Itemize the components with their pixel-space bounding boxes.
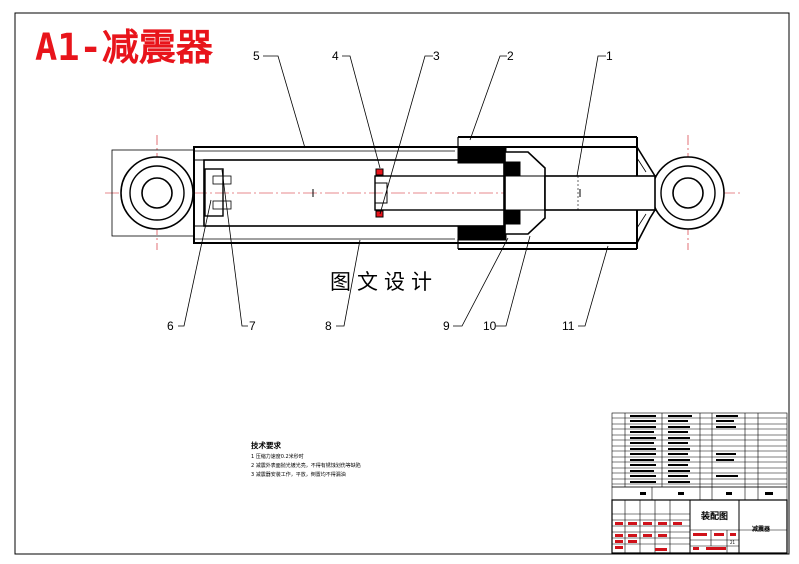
left-eye-inner	[141, 177, 173, 209]
right-eye-mid	[660, 165, 716, 221]
parts-list	[611, 412, 788, 488]
right-eye-inner	[672, 177, 704, 209]
callout-3: 3	[433, 49, 440, 63]
drawing-frame	[14, 12, 790, 555]
dust-cover-seal-bottom	[457, 225, 507, 241]
right-eye-outer	[651, 156, 725, 230]
title-block-scale-number: 21	[730, 540, 736, 545]
watermark: 图文设计	[330, 270, 438, 294]
callout-8: 8	[325, 319, 332, 333]
drawing-title: A1-减震器	[35, 26, 214, 69]
tech-req-line-3: 3 减震器安装工作，平放，倒置均不得漏油	[251, 471, 346, 478]
technical-requirements: 技术要求 1 压缩力速度0.2米秒时 2 减震外表面抛光镀光亮，不得有锈蚀划伤等…	[251, 440, 361, 478]
piston	[204, 168, 224, 217]
working-cylinder	[203, 159, 505, 227]
shock-absorber	[105, 135, 740, 250]
callout-1: 1	[606, 49, 613, 63]
tech-req-line-1: 1 压缩力速度0.2米秒时	[251, 453, 304, 460]
callout-5: 5	[253, 49, 260, 63]
parts-list-entries	[630, 415, 738, 483]
left-eye-outer	[120, 156, 194, 230]
callout-6: 6	[167, 319, 174, 333]
tech-req-heading: 技术要求	[251, 440, 281, 450]
title-block-drawing-type: 装配图	[700, 510, 728, 522]
callout-11: 11	[562, 319, 575, 333]
callout-2: 2	[507, 49, 514, 63]
callout-numbers: 1 2 3 4 5 6 7 8 9 10 11	[167, 49, 613, 333]
callout-10: 10	[483, 319, 497, 333]
title-block-part-name: 减震器	[752, 525, 771, 533]
parts-list-header	[611, 486, 788, 501]
leader-lines	[178, 55, 609, 327]
parts-list-header-marks	[640, 492, 773, 495]
title-block	[611, 499, 788, 554]
callout-9: 9	[443, 319, 450, 333]
callout-4: 4	[332, 49, 339, 63]
left-eye-mid	[129, 165, 185, 221]
tech-req-line-2: 2 减震外表面抛光镀光亮，不得有锈蚀划伤等缺陷	[251, 462, 361, 469]
title-block-marks	[615, 522, 736, 551]
callout-7: 7	[249, 319, 256, 333]
main-rod	[544, 175, 656, 211]
